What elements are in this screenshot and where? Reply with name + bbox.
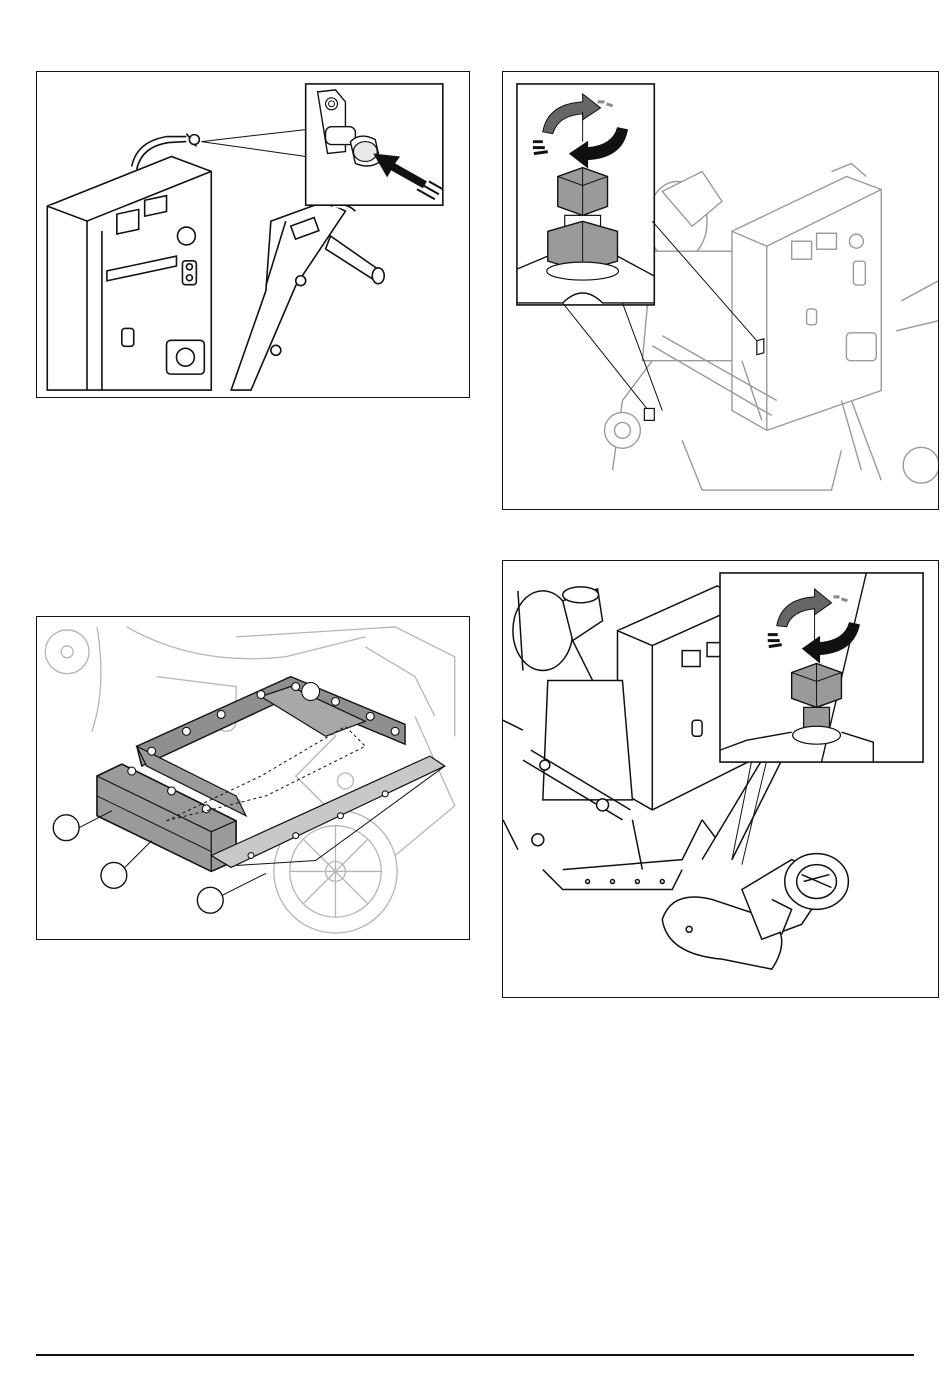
blade-holder-assembly	[97, 677, 445, 872]
callout-3	[197, 873, 266, 913]
callout-leader	[201, 130, 305, 157]
bolt-tighten-illustration	[503, 72, 938, 509]
figure-blade-holder	[36, 616, 470, 940]
footer-rule	[36, 1354, 914, 1356]
callout-1	[53, 811, 112, 841]
figure-bolt-tighten	[502, 71, 939, 510]
control-cabinet	[47, 156, 211, 390]
bolt-tighten-illustration-2	[503, 561, 938, 997]
inset-bolt-detail	[517, 84, 757, 415]
figure-bolt-tighten-2	[502, 560, 939, 998]
inset-bolt-detail-2	[720, 573, 923, 762]
push-button-illustration	[37, 72, 469, 397]
callout-2	[101, 841, 152, 889]
frame-arm	[231, 201, 384, 390]
blade-holder-illustration	[37, 617, 469, 939]
inset-push-button	[306, 84, 443, 205]
figure-push-button	[36, 71, 470, 398]
